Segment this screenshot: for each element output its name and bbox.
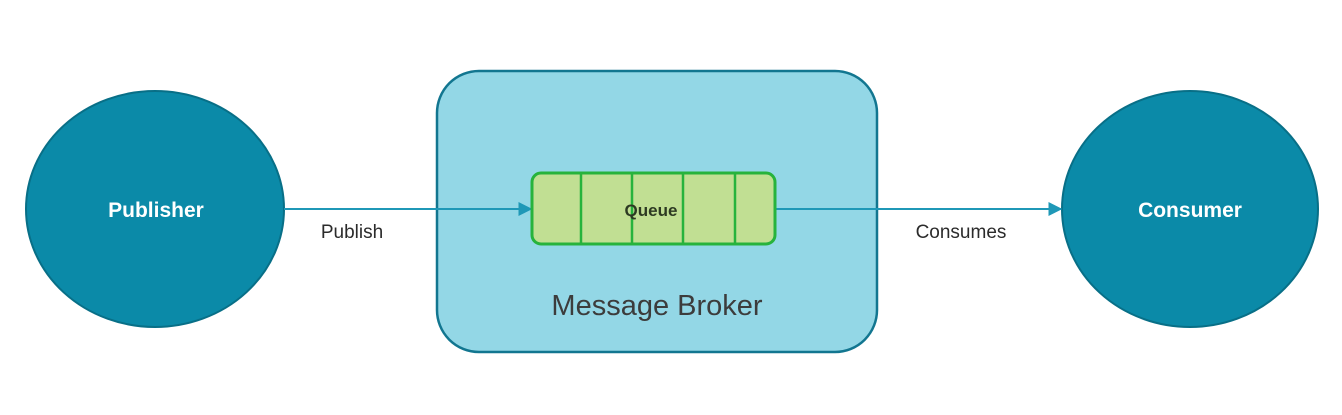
- publisher-label: Publisher: [108, 199, 204, 222]
- broker-label: Message Broker: [551, 290, 762, 322]
- queue-label: Queue: [625, 201, 678, 220]
- queue: Queue: [530, 171, 777, 246]
- queue-box: [530, 171, 777, 246]
- publish-label: Publish: [321, 222, 383, 243]
- consumes-label: Consumes: [916, 222, 1007, 243]
- consumer-label: Consumer: [1138, 199, 1242, 222]
